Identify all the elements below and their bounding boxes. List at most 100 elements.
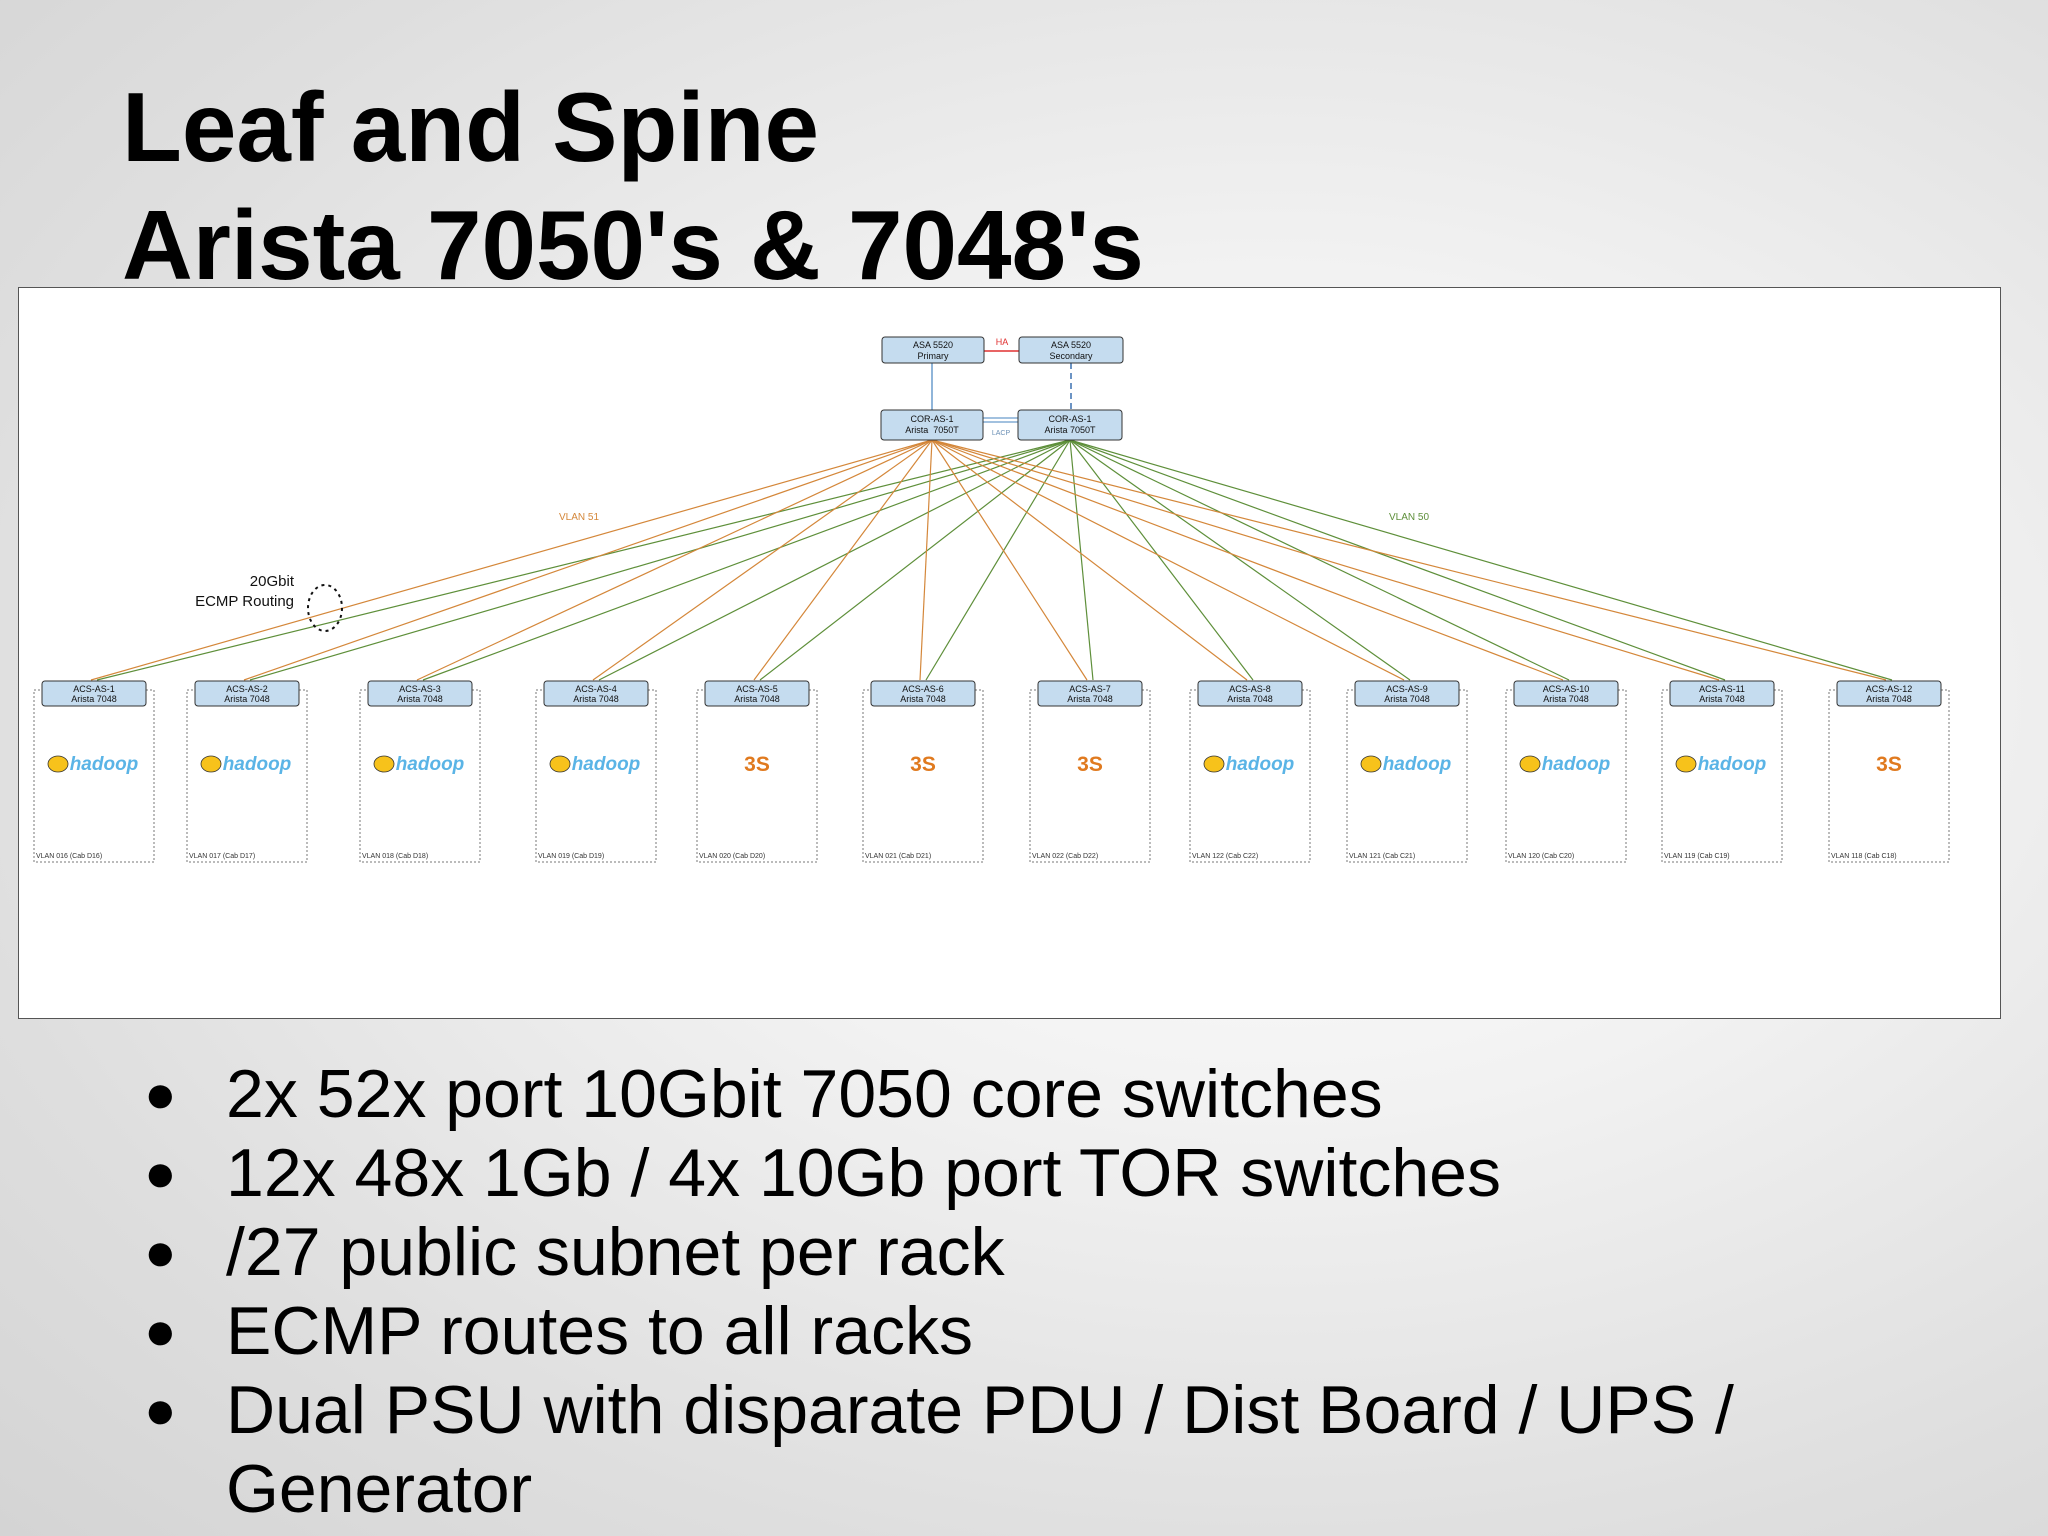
hadoop-wordmark: hadoop <box>1383 754 1452 775</box>
rack-vlan-label: VLAN 022 (Cab D22) <box>1032 853 1098 860</box>
rack-vlan-label: VLAN 017 (Cab D17) <box>189 853 255 860</box>
bullet-item: ● /27 public subnet per rack <box>130 1213 1976 1292</box>
bullet-text: 12x 48x 1Gb / 4x 10Gb port TOR switches <box>226 1135 1501 1211</box>
tor-switch-model: Arista 7048 <box>1067 694 1113 704</box>
hadoop-logo-icon: hadoop <box>200 754 291 775</box>
uplink-orange-5 <box>753 439 933 681</box>
bullet-dot: ● <box>144 1222 177 1282</box>
uplink-orange-1 <box>90 439 933 681</box>
ha-label: HA <box>996 337 1009 347</box>
tor-switch-name: ACS-AS-8 <box>1229 684 1271 694</box>
core-switch-2-model: Arista 7050T <box>1044 425 1096 435</box>
rack-vlan-label: VLAN 118 (Cab C18) <box>1831 853 1897 860</box>
tor-switch-name: ACS-AS-2 <box>226 684 268 694</box>
tor-switch-box <box>194 680 300 707</box>
app-3s-logo-icon: 3S <box>910 753 936 776</box>
bullet-text: ECMP routes to all racks <box>226 1293 974 1369</box>
bullet-dot: ● <box>144 1064 177 1124</box>
rack-vlan-label: VLAN 021 (Cab D21) <box>865 853 931 860</box>
tor-switch-name: ACS-AS-9 <box>1386 684 1428 694</box>
tor-switch-box <box>41 680 147 707</box>
firewall-secondary: ASA 5520 Secondary <box>1018 336 1124 364</box>
app-3s-logo-icon: 3S <box>1077 753 1103 776</box>
tor-switch-name: ACS-AS-3 <box>399 684 441 694</box>
bullet-dot: ● <box>144 1143 177 1203</box>
rack-outline <box>862 689 984 863</box>
firewall-primary: ASA 5520 Primary <box>881 336 985 364</box>
elephant-icon <box>1675 755 1697 773</box>
bullet-item: ● 12x 48x 1Gb / 4x 10Gb port TOR switches <box>130 1134 1976 1213</box>
tor-switch-model: Arista 7048 <box>573 694 619 704</box>
tor-switch-name: ACS-AS-5 <box>736 684 778 694</box>
title-line-2: Arista 7050's & 7048's <box>122 190 1144 300</box>
hadoop-logo-icon: hadoop <box>1519 754 1611 775</box>
bullet-item: ●2x 52x port 10Gbit 7050 core switches <box>130 1055 1976 1134</box>
tor-switch-model: Arista 7048 <box>1866 694 1912 704</box>
uplink-green-8 <box>1069 439 1254 681</box>
core-switch-2: COR-AS-1 Arista 7050T <box>1017 409 1123 441</box>
elephant-icon <box>373 755 395 773</box>
tor-switch-model: Arista 7048 <box>1384 694 1430 704</box>
hadoop-logo-icon: hadoop <box>1203 754 1295 775</box>
lacp-label: LACP <box>992 430 1011 437</box>
tor-switch-model: Arista 7048 <box>1227 694 1273 704</box>
tor-switch-box <box>1354 680 1460 707</box>
hadoop-wordmark: hadoop <box>70 754 139 775</box>
core-switch-1: COR-AS-1 Arista 7050T <box>880 409 984 441</box>
elephant-icon <box>549 755 571 773</box>
tor-switch-model: Arista 7048 <box>224 694 270 704</box>
uplink-green-5 <box>759 439 1071 681</box>
hadoop-wordmark: hadoop <box>1226 754 1295 775</box>
rack-vlan-label: VLAN 122 (Cab C22) <box>1192 853 1258 860</box>
uplink-orange-3 <box>416 439 933 681</box>
uplink-green-7 <box>1069 439 1094 681</box>
bullet-list: ●2x 52x port 10Gbit 7050 core switches ●… <box>130 1055 1976 1529</box>
app-3s-logo-icon: 3S <box>1876 753 1902 776</box>
elephant-icon <box>1360 755 1382 773</box>
uplink-green-12 <box>1069 439 1893 681</box>
firewall-secondary-name: ASA 5520 <box>1051 340 1091 350</box>
uplink-green-9 <box>1069 439 1411 681</box>
hadoop-wordmark: hadoop <box>396 754 465 775</box>
uplink-orange-11 <box>931 439 1720 681</box>
tor-switch-model: Arista 7048 <box>71 694 117 704</box>
ecmp-label-line-1: 20Gbit <box>250 573 295 590</box>
tor-switch-name: ACS-AS-6 <box>902 684 944 694</box>
tor-switch-model: Arista 7048 <box>734 694 780 704</box>
core-switch-2-name: COR-AS-1 <box>1048 414 1091 424</box>
ecmp-highlight-circle <box>307 584 343 632</box>
bullet-text: /27 public subnet per rack <box>226 1214 1005 1290</box>
network-diagram: HA ASA 5520 Primary ASA 5520 Secondary L… <box>18 287 2001 1019</box>
core-switch-1-model: Arista 7050T <box>905 425 959 435</box>
hadoop-logo-icon: hadoop <box>373 754 465 775</box>
uplink-green-10 <box>1069 439 1570 681</box>
tor-switch-box <box>1037 680 1143 707</box>
hadoop-logo-icon: hadoop <box>47 754 139 775</box>
ecmp-label-line-2: ECMP Routing <box>195 593 294 610</box>
bullet-dot: ● <box>144 1380 177 1440</box>
uplink-green-4 <box>598 439 1071 681</box>
rack-outline <box>359 689 481 863</box>
vlan-right-label: VLAN 50 <box>1389 512 1429 523</box>
firewall-primary-role: Primary <box>918 351 949 361</box>
tor-switch-model: Arista 7048 <box>1543 694 1589 704</box>
bullet-dot: ● <box>144 1301 177 1361</box>
network-diagram-canvas: HA ASA 5520 Primary ASA 5520 Secondary L… <box>33 336 1950 863</box>
uplink-orange-4 <box>592 439 933 681</box>
tor-switch-model: Arista 7048 <box>397 694 443 704</box>
bullet-item: ●Dual PSU with disparate PDU / Dist Boar… <box>130 1371 1976 1529</box>
hadoop-wordmark: hadoop <box>1542 754 1611 775</box>
slide-title: Leaf and Spine Arista 7050's & 7048's <box>122 68 1144 304</box>
rack-vlan-label: VLAN 121 (Cab C21) <box>1349 853 1415 860</box>
rack-vlan-label: VLAN 016 (Cab D16) <box>36 853 102 860</box>
hadoop-logo-icon: hadoop <box>549 754 640 775</box>
tor-switch-box <box>1836 680 1942 707</box>
tor-switch-model: Arista 7048 <box>1699 694 1745 704</box>
